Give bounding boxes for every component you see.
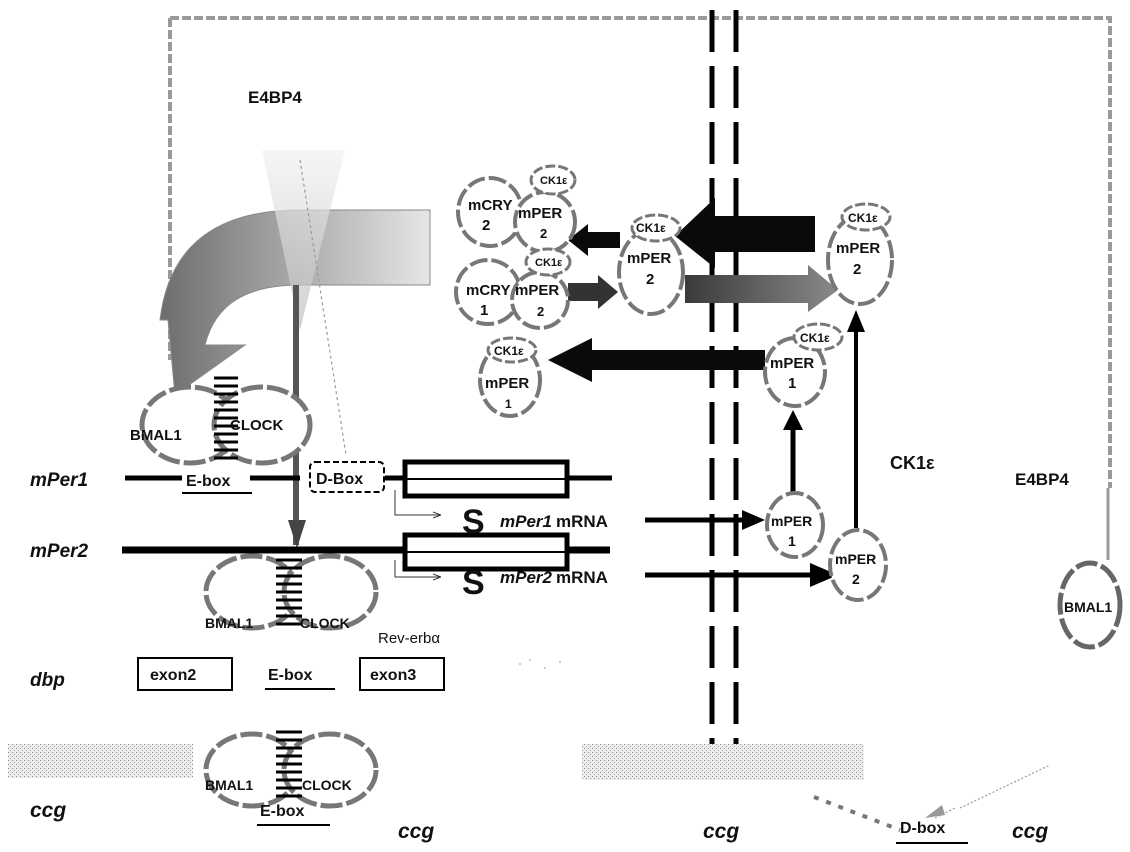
bmal1-label: BMAL1 <box>130 427 182 444</box>
dbp-gene-label: dbp <box>30 670 65 691</box>
speckle <box>519 659 561 669</box>
clock-label: CLOCK <box>300 615 350 631</box>
bmal1-right: BMAL1 <box>1060 563 1120 647</box>
svg-text:1: 1 <box>505 397 512 411</box>
ccg-right-label: ccg <box>1012 820 1048 843</box>
ck1e-side-label: CK1ε <box>890 453 935 473</box>
mper1-ck1e-left: CK1ε mPER 1 <box>480 338 540 416</box>
mper1-mrna-wave-icon: S <box>462 503 485 541</box>
svg-text:2: 2 <box>482 217 490 234</box>
ebox-dbp: E-box <box>265 667 335 689</box>
svg-text:mPER: mPER <box>485 375 529 392</box>
svg-text:mPER: mPER <box>627 250 671 267</box>
svg-text:2: 2 <box>540 226 547 241</box>
ebox-mper1: E-box <box>182 468 252 493</box>
svg-text:2: 2 <box>852 571 860 587</box>
mcry2-mper2-complex: mCRY 2 mPER 2 CK1ε <box>458 166 575 252</box>
clock-label: CLOCK <box>230 417 283 434</box>
svg-text:E-box: E-box <box>260 803 305 820</box>
ccg-mid-label: ccg <box>703 820 739 843</box>
mper2-mrna-wave-icon: S <box>462 564 485 602</box>
bmal1-label: BMAL1 <box>205 777 253 793</box>
exon2-box: exon2 <box>138 658 232 690</box>
ccg-mid-region <box>582 744 864 780</box>
bmal1-clock-complex-bottom: BMAL1 CLOCK <box>205 732 376 806</box>
svg-text:exon2: exon2 <box>150 667 196 684</box>
svg-text:exon3: exon3 <box>370 667 416 684</box>
mcry1-mper2-complex: mCRY 1 mPER 2 CK1ε <box>456 249 570 328</box>
mper1-left-arrow <box>548 338 765 382</box>
svg-text:CK1ε: CK1ε <box>800 331 830 345</box>
ck1e-label: CK1ε <box>540 175 568 187</box>
clock-label: CLOCK <box>302 777 352 793</box>
mper2-ck1e-center: CK1ε mPER 2 <box>619 215 683 314</box>
mper2-label: mPER <box>518 205 562 222</box>
mcry1-complex-arrow <box>568 275 618 309</box>
svg-text:mPER: mPER <box>770 355 814 372</box>
svg-text:1: 1 <box>788 533 796 549</box>
rev-erb-arrowhead <box>288 520 306 548</box>
svg-text:1: 1 <box>788 375 796 392</box>
mper1-protein-lower: mPER 1 <box>767 493 823 557</box>
dbox-ccg: D-box <box>896 820 968 843</box>
nuclear-membrane <box>712 10 736 770</box>
svg-text:E-box: E-box <box>186 473 231 490</box>
svg-text:CK1ε: CK1ε <box>636 221 666 235</box>
ebox-ccg: E-box <box>257 803 330 825</box>
svg-text:D-box: D-box <box>900 820 945 837</box>
mper2-gene-label: mPer2 <box>30 541 89 562</box>
bmal1-right-label: BMAL1 <box>1064 599 1112 615</box>
ccg-left-region <box>8 744 193 778</box>
svg-text:CK1ε: CK1ε <box>494 344 524 358</box>
svg-text:E-box: E-box <box>268 667 313 684</box>
bmal1-clock-complex-mid: BMAL1 CLOCK <box>205 552 376 631</box>
bmal1-clock-complex-top: BMAL1 CLOCK <box>130 378 310 463</box>
svg-text:mPER: mPER <box>835 551 876 567</box>
svg-text:1: 1 <box>480 302 488 319</box>
svg-text:D-Box: D-Box <box>316 471 363 488</box>
ccg-dbox-link <box>814 797 900 830</box>
e4bp4-top-label: E4BP4 <box>248 88 302 107</box>
rev-erba-label: Rev-erbα <box>378 630 440 647</box>
mper2-import-arrow <box>675 198 815 268</box>
dbox-mper1: D-Box <box>310 462 384 492</box>
svg-text:2: 2 <box>853 261 861 278</box>
mcry1-label: mCRY <box>466 282 510 299</box>
ck1e-label: CK1ε <box>535 257 563 269</box>
ccg-left-label: ccg <box>30 799 66 822</box>
mper1-gene-label: mPer1 <box>30 470 88 491</box>
e4bp4-right-dotted <box>935 765 1050 818</box>
svg-text:2: 2 <box>537 304 544 319</box>
svg-text:mPER: mPER <box>836 240 880 257</box>
mper2-ck1e-right-top: CK1ε mPER 2 <box>828 204 892 304</box>
mper1-ck1e-right: CK1ε mPER 1 <box>765 324 842 406</box>
mper2-gray-arrow <box>685 265 838 312</box>
exon3-box: exon3 <box>360 658 444 690</box>
e4bp4-right-label: E4BP4 <box>1015 470 1069 489</box>
ccg-mid-left-label: ccg <box>398 820 434 843</box>
svg-text:2: 2 <box>646 271 654 288</box>
mper2-label: mPER <box>515 282 559 299</box>
mcry2-label: mCRY <box>468 197 512 214</box>
mper2-protein-lower: mPER 2 <box>830 530 886 600</box>
bmal1-label: BMAL1 <box>205 615 253 631</box>
svg-text:CK1ε: CK1ε <box>848 211 878 225</box>
svg-text:mPER: mPER <box>771 513 812 529</box>
